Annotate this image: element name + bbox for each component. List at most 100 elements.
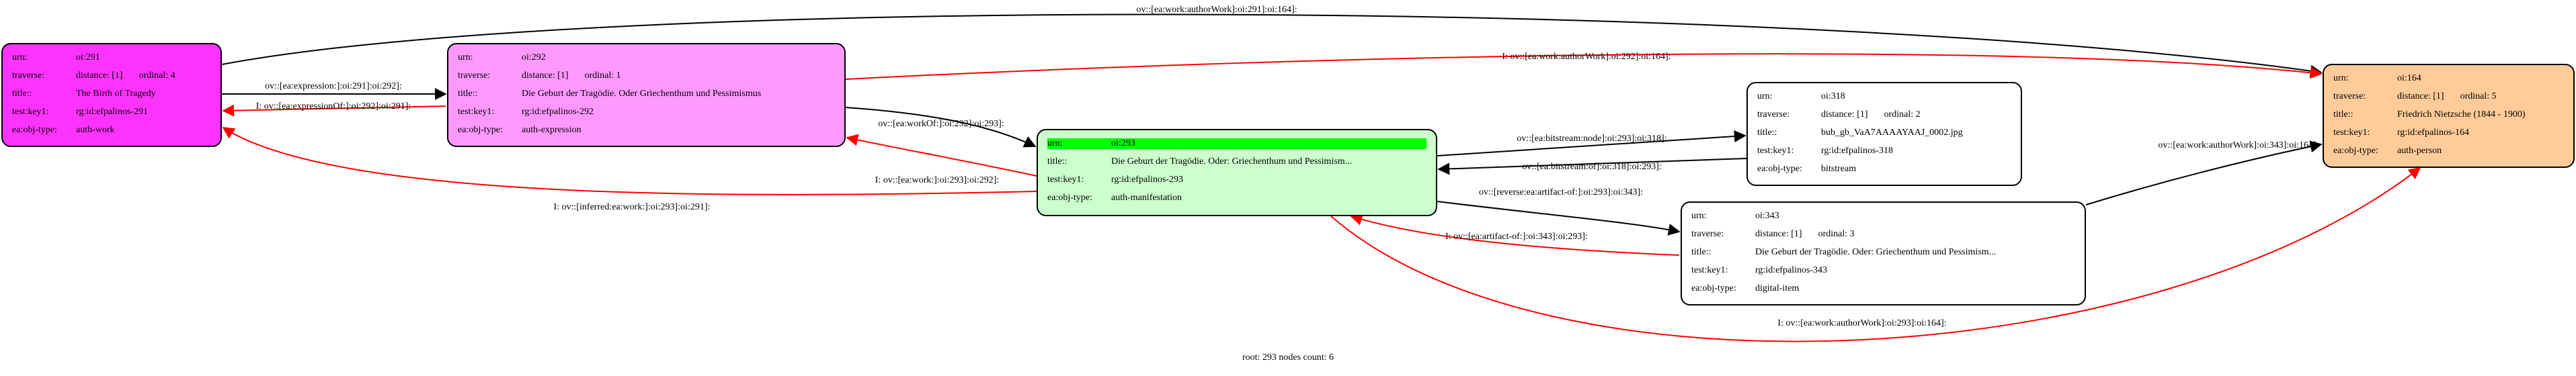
edge-line-6 (222, 127, 1037, 195)
graph-footer: root: 293 nodes count: 6 (1242, 352, 1334, 363)
edge-line-4 (845, 107, 1037, 148)
node-field-value: bub_gb_VaA7AAAAYAAJ_0002.jpg (1821, 127, 1963, 138)
node-field-row: ea:obj-type: digital-item (1691, 279, 2075, 297)
node-field-key: test:key1: (2333, 127, 2370, 138)
node-field-ordinal: ordinal: 4 (138, 70, 175, 81)
node-field-ordinal: ordinal: 1 (584, 70, 621, 81)
node-field-row: ea:obj-type: auth-manifestation (1047, 189, 1426, 207)
node-field-key: title:: (1047, 156, 1068, 167)
node-field-value: auth-person (2397, 145, 2442, 156)
node-343[interactable]: urn:oi:343 traverse: distance: [1] ordinal:… (1681, 201, 2086, 306)
node-field-row: title::Friedrich Nietzsche (1844 - 1900) (2333, 105, 2564, 124)
node-field-key: test:key1: (458, 106, 495, 117)
edge-line-3 (222, 104, 446, 117)
edge-line-12 (1330, 167, 2421, 342)
node-field-value: rg:id:efpalinos-292 (522, 106, 594, 117)
node-field-row: test:key1: rg:id:efpalinos-291 (12, 103, 211, 121)
node-field-key: ea:obj-type: (1047, 192, 1092, 203)
node-field-row: test:key1:rg:id:efpalinos-293 (1047, 171, 1426, 189)
edge-line-5 (846, 134, 1037, 177)
node-field-row: urn:oi:343 (1691, 207, 2075, 225)
edge-line-11 (2085, 140, 2323, 205)
node-field-row: traverse: distance: [1] ordinal: 3 (1691, 225, 2075, 243)
edge-label-9: ov::[reverse:ea:artifact-of:]:oi:293]:oi… (1479, 187, 1643, 197)
node-field-row: test:key1: rg:id:efpalinos-292 (458, 103, 835, 121)
node-field-key: urn: (12, 52, 28, 62)
edge-label-6: I: ov::[inferred:ea:work:]:oi:293]:oi:29… (554, 202, 711, 212)
node-field-key: traverse: (2333, 91, 2366, 101)
node-field-ordinal: ordinal: 2 (1884, 109, 1921, 120)
node-field-value: auth-manifestation (1111, 192, 1182, 203)
node-field-value: digital-item (1755, 283, 1800, 293)
node-field-key: urn: (458, 52, 473, 62)
node-field-row: ea:obj-type: bitstream (1757, 160, 2011, 178)
node-field-value: rg:id:efpalinos-164 (2397, 127, 2470, 138)
node-field-row: ea:obj-type:auth-expression (458, 121, 835, 139)
node-field-key: traverse: (12, 70, 45, 81)
node-field-ordinal: ordinal: 3 (1818, 228, 1855, 239)
node-field-value: distance: [1] (1821, 109, 1868, 120)
edge-label-1: I: ov::[ea:work:authorWork]:oi:292]:oi:1… (1502, 52, 1671, 62)
node-field-key: ea:obj-type: (2333, 145, 2378, 156)
node-field-value: Die Geburt der Tragödie. Oder Griechenth… (522, 88, 762, 99)
node-field-row: title::The Birth of Tragedy (12, 85, 211, 103)
node-field-value: distance: [1] (1755, 228, 1802, 239)
node-164[interactable]: urn: oi:164 traverse:distance: [1]ordinal:… (2323, 64, 2575, 168)
node-field-row: title::bub_gb_VaA7AAAAYAAJ_0002.jpg (1757, 124, 2011, 142)
node-field-key: test:key1: (1691, 265, 1728, 275)
node-field-key: title:: (1691, 246, 1712, 257)
node-field-value: oi:292 (522, 52, 546, 62)
edge-line-10 (1350, 214, 1680, 256)
node-field-value: oi:318 (1821, 91, 1845, 101)
node-field-value: oi:293 (1111, 138, 1426, 149)
node-field-key: title:: (458, 88, 478, 99)
edge-line-0 (221, 13, 2323, 77)
node-field-row: title::Die Geburt der Tragödie. Oder: Gr… (1691, 243, 2075, 261)
node-318[interactable]: urn: oi:318 traverse: distance: [1] ordinal:… (1746, 82, 2022, 186)
node-field-key: urn: (1757, 91, 1773, 101)
node-field-key: ea:obj-type: (1757, 163, 1802, 174)
edge-label-10: I: ov::[ea:artifact-of:]:oi:343]:oi:293]… (1445, 232, 1588, 242)
node-field-key: ea:obj-type: (1691, 283, 1736, 293)
node-field-value: oi:291 (76, 52, 100, 62)
node-field-key: test:key1: (1757, 145, 1794, 156)
node-field-row: test:key1: rg:id:efpalinos-164 (2333, 124, 2564, 142)
node-field-key: traverse: (458, 70, 491, 81)
node-field-key: urn: (1691, 210, 1707, 221)
edge-line-7 (1437, 130, 1746, 156)
node-field-key: title:: (1757, 127, 1777, 138)
node-field-row: urn: oi:292 (458, 48, 835, 66)
node-field-value: Die Geburt der Tragödie. Oder: Griechent… (1111, 156, 1353, 167)
node-field-value: The Birth of Tragedy (76, 88, 156, 99)
node-field-key: urn: (1047, 138, 1111, 149)
node-field-value: rg:id:efpalinos-291 (76, 106, 149, 117)
node-field-value: auth-expression (522, 124, 581, 135)
node-field-key: title:: (2333, 109, 2353, 120)
edge-label-4: ov::[ea:workOf:]:oi:292]:oi:293]: (878, 119, 1004, 129)
node-field-row: traverse:distance: [1]ordinal: 5 (2333, 87, 2564, 105)
node-field-key: test:key1: (12, 106, 49, 117)
node-field-key: traverse: (1691, 228, 1724, 239)
node-field-value: auth-work (76, 124, 115, 135)
node-field-row: urn: oi:164 (2333, 69, 2564, 87)
node-field-value: oi:164 (2397, 73, 2421, 83)
node-field-key: traverse: (1757, 109, 1790, 120)
node-field-row: ea:obj-type: auth-person (2333, 142, 2564, 160)
node-field-ordinal: ordinal: 5 (2460, 91, 2497, 101)
node-field-key: urn: (2333, 73, 2349, 83)
edge-label-7: ov::[ea:bitstream:node]:oi:293]:oi:318]: (1517, 134, 1666, 144)
node-field-value: rg:id:efpalinos-293 (1111, 174, 1184, 185)
node-field-key: title:: (12, 88, 32, 99)
edge-line-8 (1437, 158, 1747, 175)
node-292[interactable]: urn: oi:292 traverse:distance: [1]ordinal:… (447, 43, 846, 147)
edge-label-8: ov::[ea:bitstream:of]:oi:318]:oi:293]: (1522, 162, 1662, 172)
edge-label-5: I: ov::[ea:work:]:oi:293]:oi:292]: (875, 175, 1000, 185)
node-field-value: bitstream (1821, 163, 1857, 174)
node-field-row: traverse:distance: [1]ordinal: 1 (458, 66, 835, 85)
node-field-value: rg:id:efpalinos-318 (1821, 145, 1894, 156)
edge-label-2: ov::[ea:expression:]:oi:291]:oi:292]: (265, 81, 402, 91)
node-field-value: Die Geburt der Tragödie. Oder: Griechent… (1755, 246, 1997, 257)
